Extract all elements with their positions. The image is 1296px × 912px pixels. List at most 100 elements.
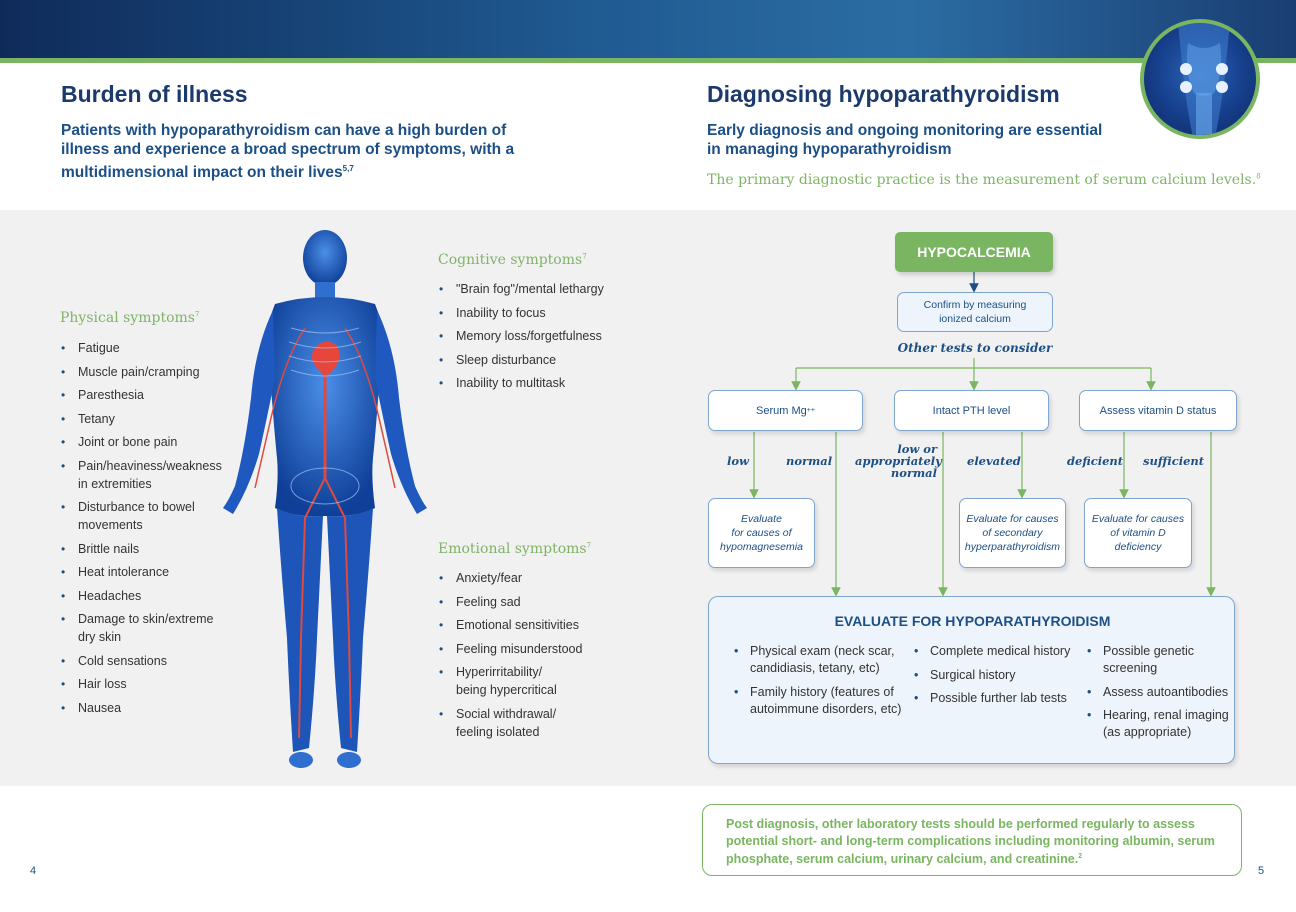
- list-item: Feeling sad: [438, 593, 638, 611]
- list-item-line: (as appropriate): [1103, 725, 1192, 739]
- branch-label-line: normal: [890, 466, 937, 480]
- callout-line: Post diagnosis, other laboratory tests s…: [726, 817, 1195, 831]
- evaluate-column-2: Complete medical history Surgical histor…: [912, 643, 1082, 714]
- diagnosing-subtitle-line: in managing hypoparathyroidism: [707, 141, 952, 158]
- physical-symptoms-title-text: Physical symptoms: [60, 310, 195, 326]
- branch-label-line: low or: [897, 442, 937, 456]
- diagnosing-subtitle-line: Early diagnosis and ongoing monitoring a…: [707, 122, 1103, 139]
- other-tests-label: Other tests to consider: [897, 341, 1053, 355]
- list-item-line: Possible genetic: [1103, 644, 1195, 658]
- list-item-line: dry skin: [78, 630, 122, 644]
- node-text-line: of secondary: [982, 527, 1043, 539]
- node-text-line: hyperparathyroidism: [964, 541, 1061, 553]
- branch-label-sufficient: sufficient: [1143, 454, 1205, 468]
- callout-line: potential short- and long-term complicat…: [726, 833, 1215, 848]
- physical-symptoms-title: Physical symptoms7: [60, 310, 199, 326]
- diagnostic-note-text: The primary diagnostic practice is the m…: [707, 172, 1257, 188]
- hypocalcemia-node: HYPOCALCEMIA: [895, 232, 1053, 272]
- list-item-line: Pain/heaviness/weakness: [78, 458, 222, 473]
- reference-superscript: 7: [582, 252, 587, 261]
- node-text-line: Evaluate for causes: [1091, 513, 1185, 525]
- vitamin-d-node: Assess vitamin D status: [1079, 390, 1237, 431]
- list-item-line: autoimmune disorders, etc): [750, 701, 902, 716]
- branch-label-line: appropriately: [855, 454, 942, 468]
- reference-superscript: 2: [1078, 853, 1083, 860]
- post-diagnosis-callout: Post diagnosis, other laboratory tests s…: [702, 804, 1242, 876]
- evaluate-column-3: Possible genetic screening Assess autoant…: [1085, 643, 1233, 748]
- list-item-line: movements: [78, 518, 143, 532]
- human-body-illustration: [223, 230, 427, 768]
- node-text-line: deficiency: [1114, 541, 1162, 553]
- list-item: Sleep disturbance: [438, 351, 638, 369]
- list-item: Possible further lab tests: [912, 690, 1082, 707]
- list-item-line: screening: [1103, 661, 1158, 675]
- list-item: Paresthesia: [60, 386, 230, 404]
- evaluate-hypoparathyroidism-box: EVALUATE FOR HYPOPARATHYROIDISM Physical…: [708, 596, 1235, 764]
- list-item-line: Hyperirritability/: [456, 665, 543, 679]
- list-item-line: candidiasis, tetany, etc): [750, 661, 880, 675]
- list-item: Possible genetic screening: [1085, 643, 1233, 677]
- list-item-line: being hypercritical: [456, 683, 557, 697]
- emotional-symptoms-title: Emotional symptoms7: [438, 541, 591, 557]
- list-item: Fatigue: [60, 339, 230, 357]
- list-item: Brittle nails: [60, 540, 230, 558]
- node-text-line: ionized calcium: [939, 313, 1011, 325]
- branch-label-deficient: deficient: [1067, 454, 1124, 468]
- list-item: Feeling misunderstood: [438, 640, 638, 658]
- burden-subtitle-line: Patients with hypoparathyroidism can hav…: [61, 122, 507, 139]
- node-text-line: Evaluate for causes: [966, 513, 1059, 525]
- burden-subtitle-text: multidimensional impact on their lives: [61, 164, 343, 182]
- reference-superscript: 5,7: [342, 164, 354, 173]
- parathyroid-illustration-icon: [1140, 19, 1260, 139]
- callout-line: phosphate, serum calcium, urinary calciu…: [726, 849, 1221, 868]
- list-item: Heat intolerance: [60, 563, 230, 581]
- node-text-line: hypomagnesemia: [720, 541, 803, 553]
- diagnostic-note: The primary diagnostic practice is the m…: [707, 172, 1261, 188]
- list-item: Tetany: [60, 410, 230, 428]
- list-item: Anxiety/fear: [438, 569, 638, 587]
- emotional-symptoms-list: Anxiety/fear Feeling sad Emotional sensi…: [438, 569, 638, 746]
- header-green-rule: [0, 58, 1296, 63]
- list-item: Pain/heaviness/weakness in extremities: [60, 457, 230, 493]
- list-item: Surgical history: [912, 667, 1082, 684]
- list-item: Cold sensations: [60, 652, 230, 670]
- evaluate-column-1: Physical exam (neck scar, candidiasis, te…: [732, 643, 912, 724]
- callout-text: phosphate, serum calcium, urinary calciu…: [726, 852, 1079, 867]
- list-item-line: Physical exam (neck scar,: [750, 644, 895, 658]
- list-item: Assess autoantibodies: [1085, 684, 1233, 701]
- node-text-line: Confirm by measuring: [923, 299, 1027, 311]
- secondary-hyperparathyroidism-node: Evaluate for causes of secondary hyperpara…: [959, 498, 1066, 568]
- list-item: Muscle pain/cramping: [60, 363, 230, 381]
- list-item: Joint or bone pain: [60, 433, 230, 451]
- list-item: Hair loss: [60, 675, 230, 693]
- cognitive-symptoms-list: "Brain fog"/mental lethargy Inability to…: [438, 280, 638, 398]
- burden-subtitle-line: illness and experience a broad spectrum …: [61, 141, 515, 158]
- reference-superscript: 7: [194, 310, 200, 319]
- list-item: Inability to multitask: [438, 374, 638, 392]
- list-item-line: feeling isolated: [456, 724, 540, 739]
- list-item-line: Hearing, renal imaging: [1103, 708, 1229, 722]
- list-item: Complete medical history: [912, 643, 1082, 660]
- node-text-line: Evaluate: [741, 513, 782, 525]
- list-item: "Brain fog"/mental lethargy: [438, 280, 638, 298]
- branch-label-low-or-normal: low or appropriately normal: [855, 442, 942, 480]
- cognitive-symptoms-title-text: Cognitive symptoms: [438, 252, 583, 268]
- intact-pth-node: Intact PTH level: [894, 390, 1049, 431]
- list-item: Emotional sensitivities: [438, 616, 638, 634]
- branch-label-elevated: elevated: [967, 454, 1021, 468]
- page-number-right: 5: [1258, 865, 1265, 877]
- evaluate-title: EVALUATE FOR HYPOPARATHYROIDISM: [834, 613, 1111, 629]
- node-superscript: ++: [806, 407, 815, 414]
- emotional-symptoms-title-text: Emotional symptoms: [438, 541, 587, 557]
- list-item: Hyperirritability/being hypercritical: [438, 663, 638, 699]
- diagnosing-title: Diagnosing hypoparathyroidism: [707, 81, 1060, 107]
- list-item-line: in extremities: [78, 476, 152, 491]
- list-item: Nausea: [60, 699, 230, 717]
- branch-label-normal: normal: [786, 454, 833, 468]
- list-item: Hearing, renal imaging (as appropriate): [1085, 707, 1233, 741]
